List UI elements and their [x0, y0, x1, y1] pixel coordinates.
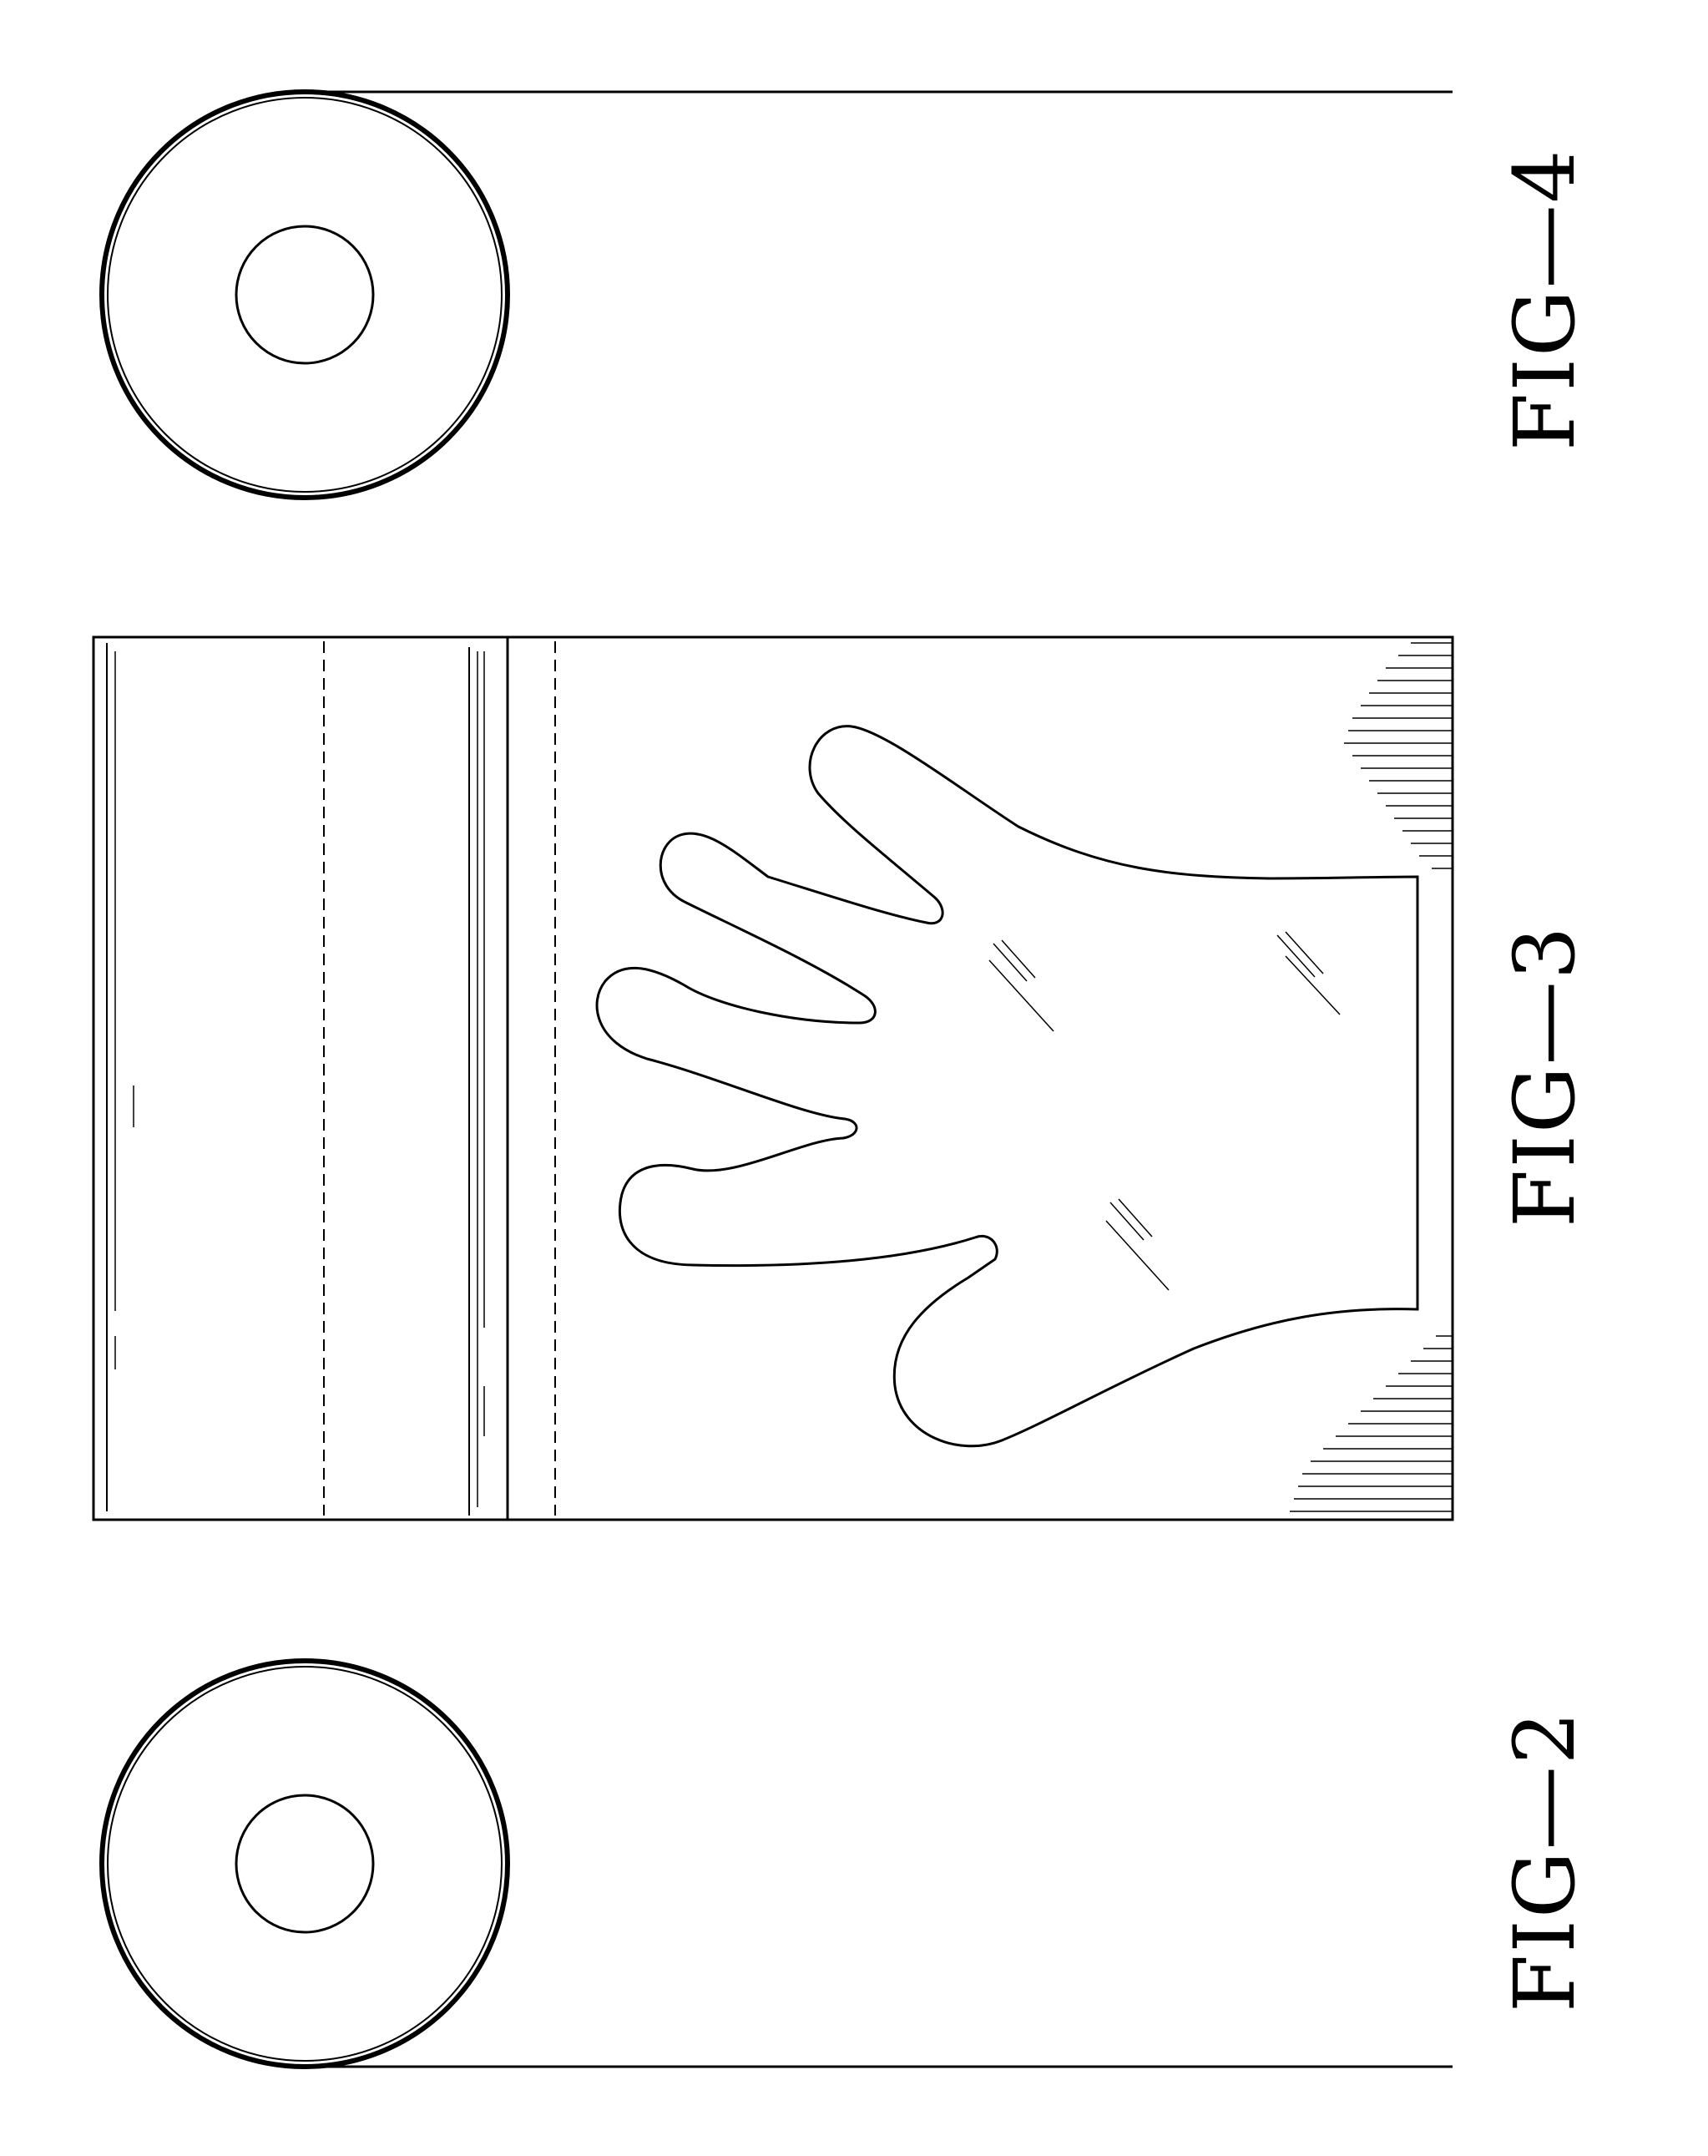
roll-outer-edge-inner-ring: [108, 98, 502, 492]
bag-outline: [93, 637, 1453, 1520]
figure-label-fig-4: FIG—4: [1496, 149, 1594, 451]
fig-3-bag: [93, 637, 1453, 1520]
fig-4-roll: [102, 92, 1453, 498]
figure-label-fig-2: FIG—2: [1496, 1710, 1594, 2012]
fig-2-roll: [102, 1661, 1453, 2067]
roll-outer-edge: [102, 92, 508, 498]
roll-outer-edge: [102, 1661, 508, 2067]
figure-label-fig-3: FIG—3: [1496, 925, 1594, 1227]
glove-highlight-marks: [989, 932, 1340, 1290]
glove-outline: [597, 726, 1417, 1446]
shading-hatch-upper: [1344, 643, 1453, 868]
shading-hatch-lower: [1290, 1336, 1453, 1511]
roll-outer-edge-inner-ring: [108, 1667, 502, 2061]
roll-core: [236, 1795, 373, 1932]
roll-core: [236, 226, 373, 363]
